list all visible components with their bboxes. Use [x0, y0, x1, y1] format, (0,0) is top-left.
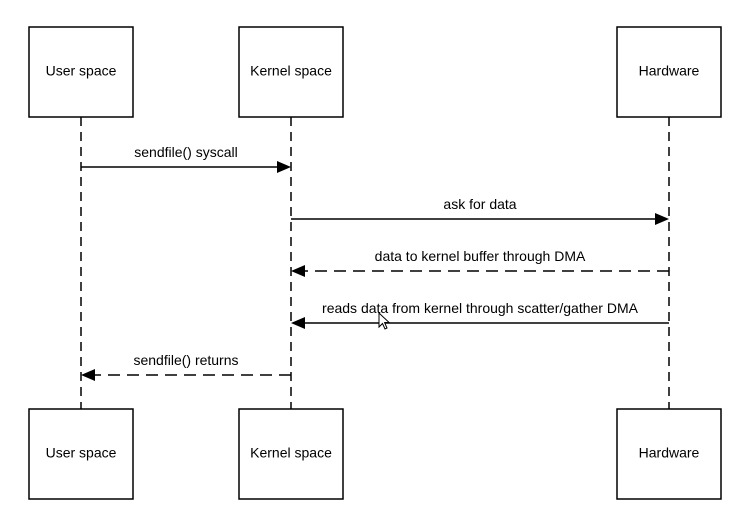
arrowhead-icon [291, 317, 305, 329]
participant-box [616, 26, 722, 118]
arrowhead-icon [277, 161, 291, 173]
message-1: sendfile() syscall [81, 144, 291, 173]
participant-hardware-top: Hardware [616, 26, 722, 118]
participant-label: User space [46, 63, 117, 79]
message-3: data to kernel buffer through DMA [291, 248, 669, 277]
messages: sendfile() syscall ask for data data to ke… [81, 144, 669, 381]
participant-label: User space [46, 445, 117, 461]
participant-kernel-top: Kernel space [238, 26, 344, 118]
message-label: sendfile() syscall [134, 144, 237, 160]
message-label: reads data from kernel through scatter/g… [322, 300, 639, 316]
participant-label: Kernel space [250, 63, 332, 79]
participant-user-top: User space [28, 26, 134, 118]
message-2: ask for data [291, 196, 669, 225]
arrowhead-icon [81, 369, 95, 381]
arrowhead-icon [291, 265, 305, 277]
participant-kernel-bottom: Kernel space [238, 408, 344, 500]
message-4: reads data from kernel through scatter/g… [291, 300, 669, 329]
participant-box [616, 408, 722, 500]
participant-box [28, 408, 134, 500]
participant-box [28, 26, 134, 118]
message-label: sendfile() returns [133, 352, 238, 368]
participant-box [238, 26, 344, 118]
lifelines [80, 117, 670, 409]
arrowhead-icon [655, 213, 669, 225]
mouse-cursor-icon [378, 311, 391, 330]
message-label: ask for data [443, 196, 516, 212]
participant-box [238, 408, 344, 500]
message-label: data to kernel buffer through DMA [375, 248, 586, 264]
participant-label: Hardware [639, 445, 700, 461]
participant-label: Kernel space [250, 445, 332, 461]
message-5: sendfile() returns [81, 352, 291, 381]
participant-user-bottom: User space [28, 408, 134, 500]
participant-label: Hardware [639, 63, 700, 79]
participant-hardware-bottom: Hardware [616, 408, 722, 500]
